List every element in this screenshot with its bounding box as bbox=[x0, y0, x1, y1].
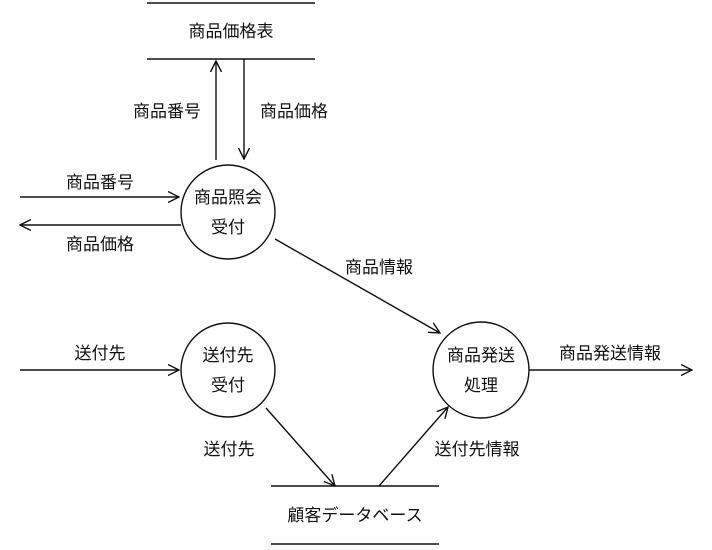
flow-address-info: 送付先情報 bbox=[378, 407, 520, 487]
process-shipping-label-line2: 処理 bbox=[464, 376, 498, 396]
flow-address-info-label: 送付先情報 bbox=[435, 440, 520, 460]
process-shipping-circle bbox=[432, 321, 530, 419]
flow-input-number: 商品番号 bbox=[20, 173, 179, 197]
flow-product-info-label: 商品情報 bbox=[345, 258, 413, 278]
flow-product-info-arrow bbox=[274, 238, 440, 333]
flow-lookup-number: 商品番号 bbox=[133, 61, 216, 160]
process-address-label-line2: 受付 bbox=[211, 376, 245, 396]
flow-store-address-arrow bbox=[265, 407, 335, 486]
flow-product-info: 商品情報 bbox=[274, 238, 440, 333]
flow-lookup-price: 商品価格 bbox=[244, 59, 328, 159]
flow-lookup-number-label: 商品番号 bbox=[133, 102, 201, 122]
flow-address-info-arrow bbox=[378, 407, 448, 487]
store-customer-db-label: 顧客データベース bbox=[287, 505, 422, 526]
process-inquiry-label-line2: 受付 bbox=[211, 218, 245, 238]
process-address: 送付先 受付 bbox=[180, 322, 276, 418]
flow-output-shipping-label: 商品発送情報 bbox=[559, 344, 661, 364]
flow-output-price: 商品価格 bbox=[20, 225, 181, 255]
process-address-circle bbox=[180, 322, 276, 418]
process-shipping-label-line1: 商品発送 bbox=[447, 346, 515, 366]
process-shipping: 商品発送 処理 bbox=[432, 321, 530, 419]
process-inquiry: 商品照会 受付 bbox=[180, 164, 276, 260]
flow-input-address: 送付先 bbox=[20, 344, 179, 370]
process-inquiry-circle bbox=[180, 164, 276, 260]
flow-store-address-label: 送付先 bbox=[204, 440, 255, 460]
store-customer-db: 顧客データベース bbox=[271, 485, 439, 545]
flow-store-address: 送付先 bbox=[204, 407, 336, 486]
store-price-table-label: 商品価格表 bbox=[189, 22, 274, 42]
flow-input-number-label: 商品番号 bbox=[66, 173, 134, 193]
store-price-table: 商品価格表 bbox=[147, 2, 315, 60]
flow-lookup-price-label: 商品価格 bbox=[260, 102, 328, 122]
flow-output-price-label: 商品価格 bbox=[66, 235, 134, 255]
flow-input-address-label: 送付先 bbox=[75, 344, 126, 364]
process-address-label-line1: 送付先 bbox=[203, 346, 254, 366]
flow-output-shipping: 商品発送情報 bbox=[529, 344, 692, 370]
process-inquiry-label-line1: 商品照会 bbox=[194, 188, 262, 208]
